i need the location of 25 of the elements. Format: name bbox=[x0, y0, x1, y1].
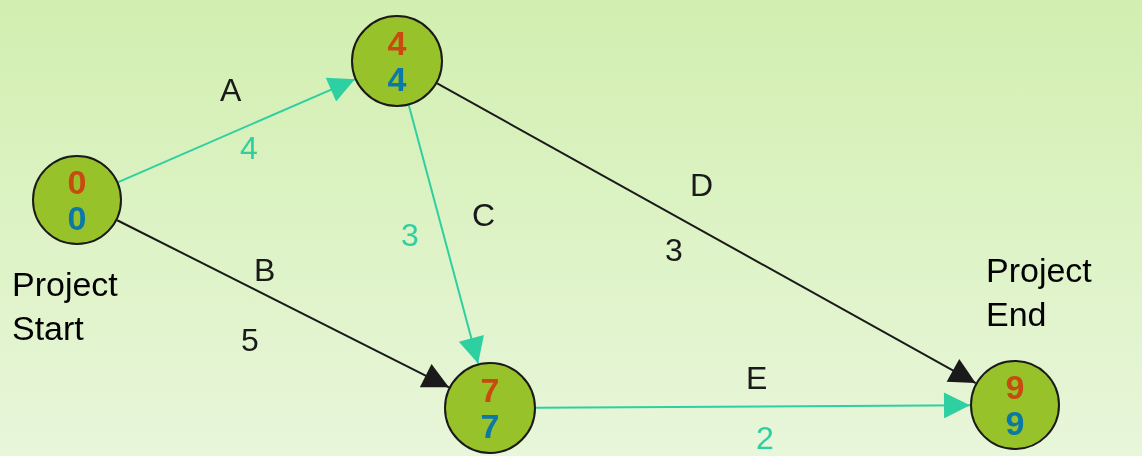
duration-label: 4 bbox=[240, 130, 258, 166]
duration-label: 3 bbox=[665, 232, 683, 268]
latest-time: 7 bbox=[480, 408, 500, 444]
latest-time: 9 bbox=[1005, 405, 1025, 441]
arrow bbox=[117, 77, 356, 184]
arrow bbox=[116, 219, 450, 389]
arrow bbox=[407, 104, 484, 365]
duration-label: 5 bbox=[241, 322, 259, 358]
event-caption: Project End bbox=[986, 250, 1093, 335]
latest-time: 0 bbox=[67, 200, 87, 236]
activity-label: A bbox=[220, 72, 242, 108]
earliest-time: 9 bbox=[1005, 369, 1025, 405]
arrow bbox=[535, 392, 971, 419]
duration-label: 2 bbox=[756, 420, 774, 456]
arrow bbox=[436, 82, 977, 385]
earliest-time: 7 bbox=[480, 372, 500, 408]
event-caption: Project Start bbox=[12, 264, 119, 349]
activity-label: E bbox=[746, 360, 768, 396]
earliest-time: 0 bbox=[67, 164, 87, 200]
duration-label: 3 bbox=[401, 217, 419, 253]
latest-time: 4 bbox=[387, 61, 407, 97]
activity-label: C bbox=[472, 197, 496, 233]
earliest-time: 4 bbox=[387, 25, 407, 61]
activity-label: D bbox=[690, 167, 714, 203]
activity-label: B bbox=[254, 252, 276, 288]
